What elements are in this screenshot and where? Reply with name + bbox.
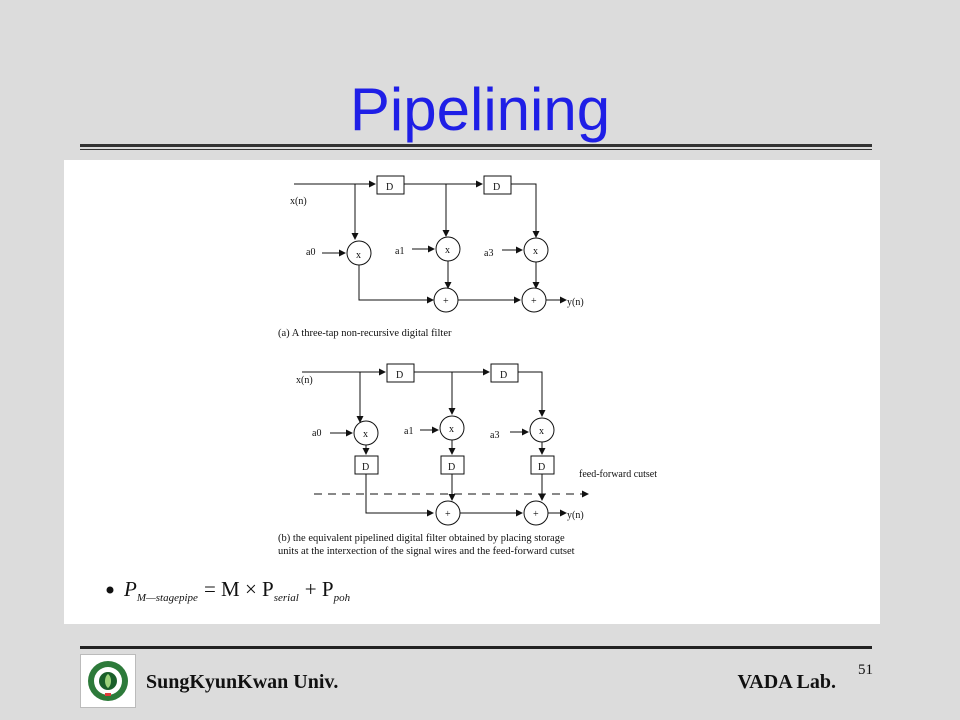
adder-symbol-a2: +	[531, 296, 537, 307]
multiplier-symbol-a1: x	[356, 250, 361, 261]
title-divider	[80, 144, 872, 150]
formula-line: PM—stagepipe = M × Pserial + Ppoh	[106, 577, 351, 604]
input-label-a: x(n)	[290, 196, 307, 207]
adder-symbol-b2: +	[533, 509, 539, 520]
slide-title: Pipelining	[349, 76, 611, 143]
coef-label-b3: a3	[490, 430, 499, 441]
formula-lhs: P	[123, 577, 137, 601]
diagram-b-labels: x(n) D D a0 a1 a3 x x x D D D feed-forwa…	[278, 370, 657, 557]
pipeline-delay-label-2: D	[448, 462, 455, 473]
diagram-a	[294, 175, 567, 313]
coef-label-b0: a0	[312, 428, 321, 439]
formula-rhs-subscript: poh	[333, 592, 351, 604]
bullet-icon	[106, 586, 114, 594]
coef-label-b1: a1	[404, 426, 413, 437]
coef-label-a0: a0	[306, 247, 315, 258]
footer-university: SungKyunKwan Univ.	[146, 671, 339, 693]
filter-diagrams: x(n) D D a0 a1 a3 x x x + + y(n) (a) A t…	[106, 175, 657, 604]
adder-symbol-a1: +	[443, 296, 449, 307]
coef-label-a3: a3	[484, 248, 493, 259]
input-label-b: x(n)	[296, 375, 313, 386]
slide-content-image: x(n) D D a0 a1 a3 x x x + + y(n) (a) A t…	[64, 160, 880, 624]
university-logo	[80, 654, 136, 708]
multiplier-symbol-a3: x	[533, 246, 538, 257]
multiplier-symbol-b2: x	[449, 424, 454, 435]
formula-middle: = M × P	[204, 577, 274, 601]
delay-label-b2: D	[500, 370, 507, 381]
formula-plus: + P	[305, 577, 334, 601]
footer-lab: VADA Lab.	[737, 671, 836, 693]
diagram-b	[302, 363, 589, 526]
multiplier-symbol-b1: x	[363, 429, 368, 440]
pipeline-delay-label-1: D	[362, 462, 369, 473]
diagram-a-labels: x(n) D D a0 a1 a3 x x x + + y(n) (a) A t…	[278, 182, 584, 339]
output-label-a: y(n)	[567, 297, 584, 308]
caption-b-line1: (b) the equivalent pipelined digital fil…	[278, 533, 565, 544]
delay-label-a2: D	[493, 182, 500, 193]
delay-label-a1: D	[386, 182, 393, 193]
multiplier-symbol-a2: x	[445, 245, 450, 256]
coef-label-a1: a1	[395, 246, 404, 257]
page-number: 51	[858, 662, 873, 678]
caption-a: (a) A three-tap non-recursive digital fi…	[278, 328, 452, 339]
university-logo-icon	[88, 661, 128, 701]
svg-text:PM—stagepipe= M × Pserial+ Ppo: PM—stagepipe = M × Pserial + Ppoh	[123, 577, 351, 604]
output-label-b: y(n)	[567, 510, 584, 521]
caption-b-line2: units at the interxection of the signal …	[278, 546, 575, 557]
formula-mid-subscript: serial	[274, 592, 299, 604]
cutset-label: feed-forward cutset	[579, 469, 657, 480]
pipeline-delay-label-3: D	[538, 462, 545, 473]
multiplier-symbol-b3: x	[539, 426, 544, 437]
footer-divider	[80, 646, 872, 649]
adder-symbol-b1: +	[445, 509, 451, 520]
formula-lhs-subscript: M—stagepipe	[136, 592, 198, 604]
delay-label-b1: D	[396, 370, 403, 381]
